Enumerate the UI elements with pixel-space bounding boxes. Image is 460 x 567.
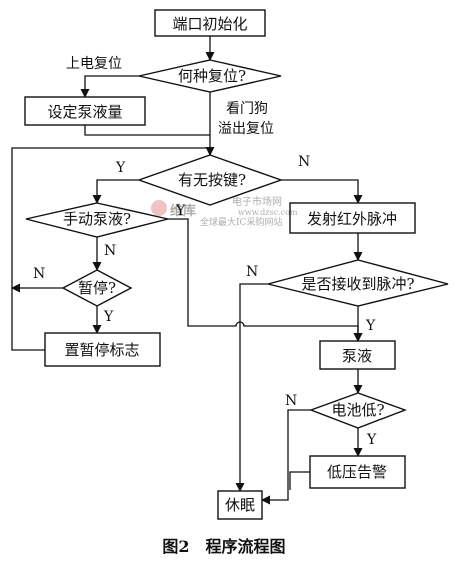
watermark-slogan: 全球最大IC采购网站 (200, 216, 282, 228)
edge-alarm-to-sleep (289, 471, 310, 490)
terminal-sleep (217, 490, 263, 520)
label-manual-yes: Y (175, 203, 186, 219)
edge-battery-no (261, 409, 311, 505)
flow-edges (11, 36, 363, 505)
process-set-pause-flag-label: 置暂停标志 (64, 341, 139, 359)
edge-manual-yes (168, 218, 363, 342)
decision-pulse-received-label: 是否接收到脉冲? (301, 275, 414, 293)
process-set-volume (24, 96, 146, 126)
terminal-sleep-label: 休眠 (225, 496, 255, 514)
watermark-site-name: 电子市场网 (232, 195, 282, 208)
label-watchdog-line2: 溢出复位 (218, 120, 274, 137)
watermark-logo-icon (151, 200, 167, 216)
edge-power-on-reset (80, 75, 139, 98)
decision-battery-low (308, 392, 408, 429)
label-any-key-no: N (298, 154, 310, 170)
watermark-brand: 维库 (170, 203, 196, 219)
watermark: 维库 电子市场网 www.dzsc.com 全球最大IC采购网站 (151, 195, 298, 228)
process-low-voltage-alarm-label: 低压告警 (327, 463, 387, 481)
watermark-url: www.dzsc.com (238, 208, 298, 217)
label-manual-no: N (104, 243, 116, 259)
process-set-volume-label: 设定泵液量 (47, 103, 122, 121)
label-power-on-reset: 上电复位 (66, 55, 122, 72)
label-watchdog-line1: 看门狗 (226, 101, 268, 117)
edge-any-key-yes (92, 179, 139, 204)
decision-pause-label: 暂停? (78, 279, 116, 297)
edge-pulse-no (235, 283, 268, 492)
label-pause-no: N (33, 266, 45, 282)
decision-battery-low-label: 电池低? (331, 401, 384, 419)
process-pump-label: 泵液 (342, 347, 372, 365)
edge-set-volume-to-any-key (84, 125, 210, 136)
figure-caption: 图2 程序流程图 (162, 537, 285, 556)
label-battery-no: N (285, 393, 297, 409)
process-pump (319, 340, 396, 370)
label-pause-yes: Y (103, 309, 114, 325)
edge-any-key-no (281, 179, 363, 204)
decision-reset-type (138, 59, 282, 93)
process-init-label: 端口初始化 (172, 15, 247, 33)
process-ir-pulse-label: 发射红外脉冲 (307, 210, 397, 228)
label-pulse-no: N (246, 264, 258, 280)
decision-any-key-label: 有无按键? (178, 171, 246, 189)
decision-pulse-received (267, 259, 449, 307)
process-low-voltage-alarm (309, 455, 406, 489)
decision-manual-pump-label: 手动泵液? (63, 210, 131, 228)
label-any-key-yes: Y (115, 160, 126, 176)
decision-manual-pump (25, 202, 169, 238)
decision-reset-type-label: 何种复位? (178, 67, 246, 85)
label-battery-yes: Y (366, 432, 377, 448)
decision-any-key (136, 154, 284, 206)
process-ir-pulse (289, 202, 416, 234)
decision-pause (61, 269, 133, 307)
process-init (154, 9, 266, 37)
label-pulse-yes: Y (365, 318, 376, 334)
edge-pause-flag-loop (11, 147, 210, 351)
process-set-pause-flag (44, 332, 161, 367)
